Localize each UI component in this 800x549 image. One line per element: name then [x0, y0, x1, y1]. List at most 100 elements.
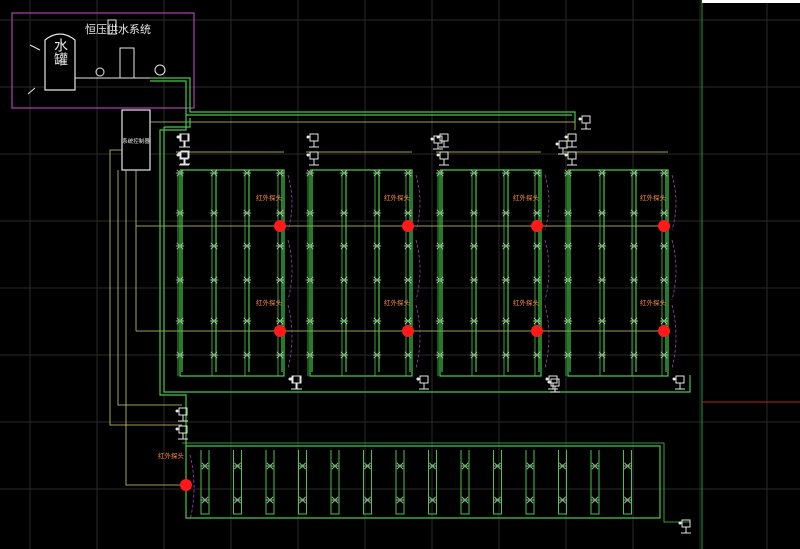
sensor: 红外探头	[158, 451, 192, 491]
emitter	[395, 496, 405, 504]
emitter	[242, 317, 252, 325]
sensor-label: 红外探头	[256, 193, 283, 202]
emitter	[395, 462, 405, 470]
emitter	[532, 242, 542, 250]
emitter	[209, 276, 219, 284]
spray-arc	[287, 304, 293, 369]
sensor-label: 红外探头	[384, 298, 411, 307]
emitter	[403, 242, 413, 250]
emitter	[563, 317, 573, 325]
sensor-label: 红外探头	[513, 298, 540, 307]
emitter	[305, 317, 315, 325]
emitter	[330, 462, 340, 470]
emitter	[501, 242, 511, 250]
valve	[436, 151, 449, 166]
spray-arc	[671, 239, 677, 301]
system-title: 恒压供水系统	[85, 22, 151, 36]
bottom-lateral	[200, 450, 210, 515]
bottom-lateral	[363, 450, 372, 515]
valve	[416, 375, 429, 390]
emitter	[597, 317, 607, 325]
emitter	[175, 317, 185, 325]
emitter	[305, 242, 315, 250]
emitter	[435, 276, 445, 284]
sensor: 红外探头	[256, 193, 286, 232]
emitter	[372, 242, 382, 250]
main-pipe	[150, 77, 576, 122]
emitter	[428, 496, 437, 504]
bottom-lateral	[590, 450, 600, 515]
crosshair-cursor	[701, 0, 800, 549]
sensor-dot	[402, 325, 414, 337]
emitter	[363, 496, 372, 504]
emitter	[242, 276, 252, 284]
emitter	[629, 169, 639, 177]
sensor-dot	[402, 220, 414, 232]
sensor-label: 红外探头	[256, 298, 283, 307]
emitter	[532, 209, 542, 217]
sensor: 红外探头	[640, 193, 670, 232]
water-supply-system-box: 恒压供水系统 水罐	[11, 12, 195, 109]
emitter	[501, 169, 511, 177]
emitter	[233, 496, 242, 504]
emitter	[403, 276, 413, 284]
emitter	[372, 317, 382, 325]
valve	[177, 133, 190, 148]
spray-arc	[544, 239, 550, 301]
emitter	[435, 209, 445, 217]
emitter	[275, 169, 285, 177]
emitter	[597, 351, 607, 359]
sensor-dot	[531, 220, 543, 232]
emitter	[209, 209, 219, 217]
emitter	[372, 351, 382, 359]
valve	[306, 151, 319, 166]
emitter	[305, 209, 315, 217]
emitter	[623, 496, 632, 504]
emitter	[659, 276, 669, 284]
emitter	[372, 169, 382, 177]
emitter	[372, 276, 382, 284]
emitter	[298, 496, 307, 504]
sensor-dot	[658, 325, 670, 337]
sprinkler-emitters	[175, 169, 677, 521]
bottom-lateral	[395, 450, 405, 515]
emitter	[493, 496, 502, 504]
zone-loop	[439, 169, 542, 377]
sensor-label: 红外探头	[158, 451, 185, 460]
infrared-sensors: 红外探头红外探头红外探头红外探头红外探头红外探头红外探头红外探头红外探头	[158, 193, 670, 491]
emitter	[175, 276, 185, 284]
emitter	[659, 169, 669, 177]
sensor: 红外探头	[384, 298, 414, 337]
emitter	[403, 317, 413, 325]
sensor: 红外探头	[640, 298, 670, 337]
emitter	[339, 242, 349, 250]
bottom-lateral	[330, 450, 340, 515]
emitter	[265, 462, 275, 470]
sensor-label: 红外探头	[640, 298, 667, 307]
emitter	[435, 242, 445, 250]
emitter	[525, 462, 535, 470]
spray-arc	[189, 454, 195, 521]
spray-arc	[671, 174, 677, 231]
valve	[578, 115, 591, 130]
control-wire	[117, 170, 182, 406]
emitter	[339, 209, 349, 217]
emitter	[460, 462, 470, 470]
control-wire	[109, 149, 182, 426]
main-pipe	[150, 80, 572, 116]
emitter	[435, 169, 445, 177]
sensor: 红外探头	[513, 298, 543, 337]
emitter	[563, 276, 573, 284]
emitter	[298, 462, 307, 470]
spray-arc	[415, 174, 421, 231]
bottom-loop	[182, 442, 690, 523]
sensor-label: 红外探头	[513, 193, 540, 202]
bottom-lateral	[558, 450, 567, 515]
emitter	[501, 276, 511, 284]
controller-label: 系统控制器	[122, 137, 150, 145]
emitter	[469, 276, 479, 284]
emitter	[597, 209, 607, 217]
emitter	[275, 209, 285, 217]
